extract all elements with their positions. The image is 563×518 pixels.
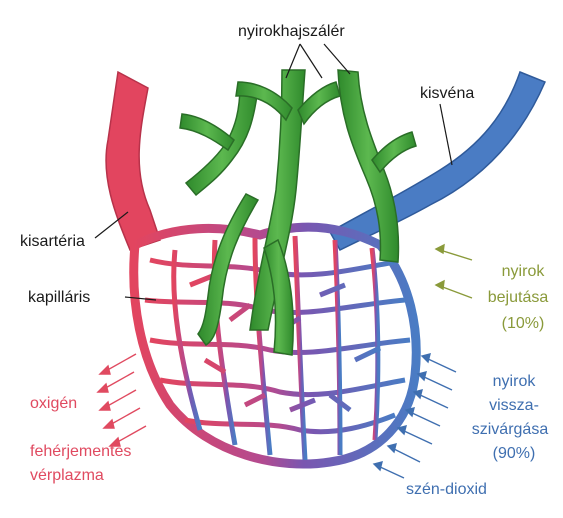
label-capillary: kapilláris (28, 288, 90, 308)
label-reabs-line2: vissza- (470, 396, 558, 416)
label-arteriole: kisartéria (20, 232, 85, 252)
label-reabs-line3: szivárgása (460, 420, 560, 440)
label-lymph-in-line3: (10%) (488, 314, 558, 334)
label-venule: kisvéna (420, 84, 474, 104)
lymph-inflow-arrows (436, 245, 472, 298)
label-plasma-line1: fehérjementes (30, 442, 131, 462)
label-lymph-capillary: nyirokhajszálér (238, 22, 345, 42)
label-plasma-line2: vérplazma (30, 466, 104, 486)
label-reabs-line4: (90%) (470, 444, 558, 464)
oxygen-arrows (98, 354, 146, 446)
label-oxygen: oxigén (30, 394, 77, 414)
label-co2: szén-dioxid (406, 480, 487, 500)
label-lymph-in-line2: bejutása (478, 288, 558, 308)
label-reabs-line1: nyirok (470, 372, 558, 392)
label-lymph-in-line1: nyirok (488, 262, 558, 282)
